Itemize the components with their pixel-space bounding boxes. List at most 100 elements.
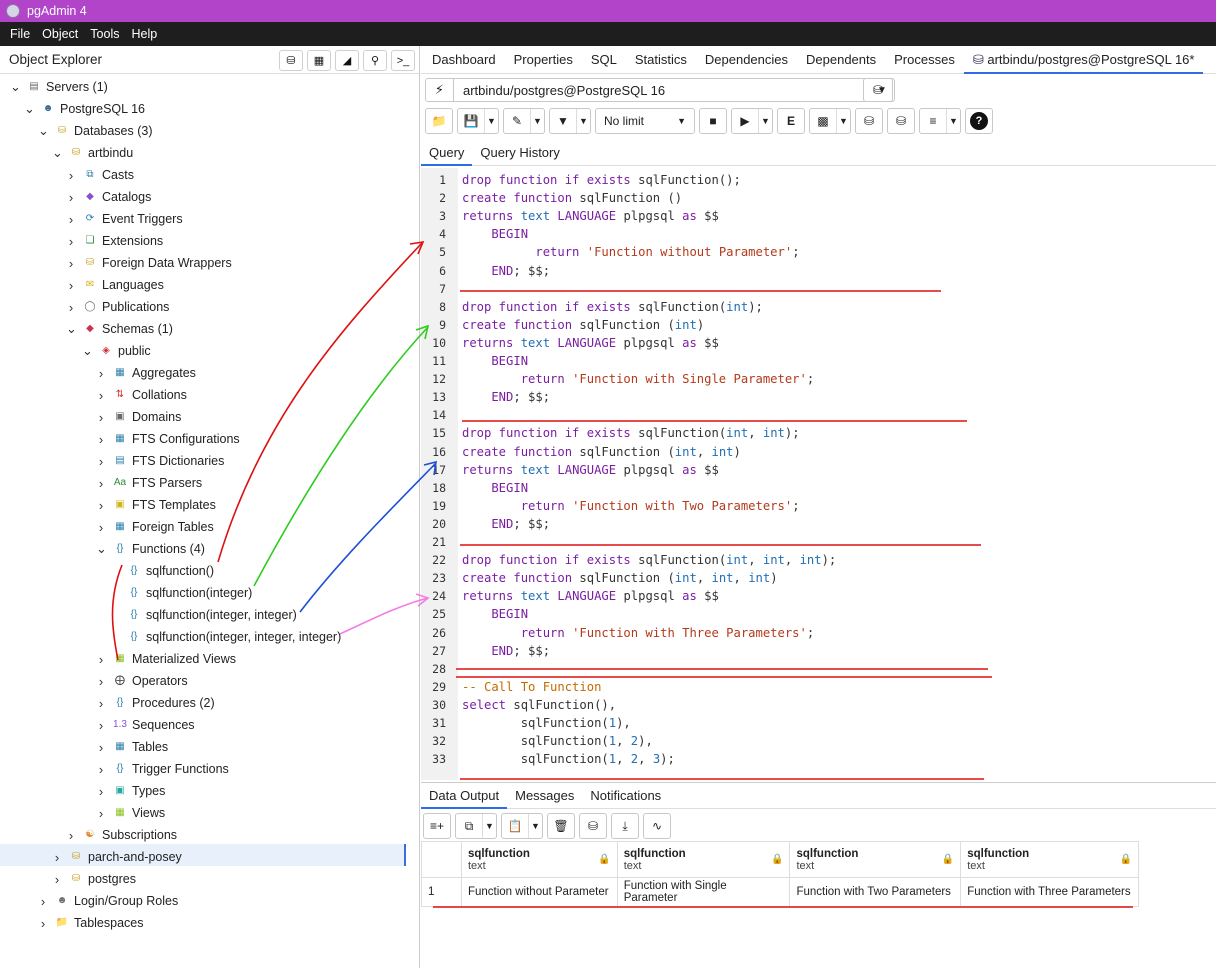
tree-item[interactable]: ›◆Catalogs	[66, 186, 152, 208]
tree-item[interactable]: ›▦FTS Configurations	[96, 428, 240, 450]
query-tool-db-icon[interactable]: ⛁	[279, 50, 303, 71]
tree-item[interactable]: ›⇅Collations	[96, 384, 187, 406]
chevron-down-icon[interactable]: ⌄	[10, 79, 21, 94]
tab-properties[interactable]: Properties	[513, 51, 573, 67]
code-line[interactable]: BEGIN	[462, 352, 528, 370]
chevron-right-icon[interactable]: ›	[98, 475, 104, 491]
code-line[interactable]: BEGIN	[462, 605, 528, 623]
tree-item[interactable]: {}sqlfunction(integer)	[110, 582, 253, 604]
tree-item[interactable]: ⌄◈public	[82, 340, 151, 362]
table-cell[interactable]: Function with Two Parameters	[789, 877, 962, 907]
chevron-right-icon[interactable]: ›	[98, 453, 104, 469]
tab-query-history[interactable]: Query History	[480, 144, 560, 160]
tree-item[interactable]: ›◯Publications	[66, 296, 170, 318]
tree-item[interactable]: ⌄{}Functions (4)	[96, 538, 205, 560]
rollback-icon[interactable]: ⛁	[895, 114, 907, 128]
filter-chevron-icon[interactable]: ▼	[576, 109, 590, 133]
tree-item[interactable]: ⌄☻PostgreSQL 16	[24, 98, 145, 120]
macros-list-icon[interactable]: ≡	[929, 114, 937, 128]
table-cell[interactable]: Function with Three Parameters	[960, 877, 1139, 907]
chevron-right-icon[interactable]: ›	[98, 761, 104, 777]
chevron-right-icon[interactable]: ›	[68, 255, 74, 271]
delete-icon[interactable]: 🗑	[553, 819, 569, 833]
tab-notifications[interactable]: Notifications	[590, 787, 662, 803]
explain-icon[interactable]: E	[786, 114, 795, 128]
code-line[interactable]: sqlFunction(1, 2, 3);	[462, 750, 675, 768]
code-line[interactable]: return 'Function without Parameter';	[462, 243, 799, 261]
tree-item[interactable]: ›▣Domains	[96, 406, 182, 428]
chevron-right-icon[interactable]: ›	[98, 651, 104, 667]
code-line[interactable]: create function sqlFunction (int)	[462, 316, 704, 334]
tab-dependents[interactable]: Dependents	[806, 51, 877, 67]
add-row-icon[interactable]: ≡+	[429, 819, 444, 833]
tree-item[interactable]: ›{}Procedures (2)	[96, 692, 215, 714]
chevron-right-icon[interactable]: ›	[98, 497, 104, 513]
help-icon[interactable]: ?	[970, 112, 988, 130]
chevron-down-icon[interactable]: ⌄	[82, 343, 93, 358]
tree-item[interactable]: ›❏Extensions	[66, 230, 163, 252]
code-line[interactable]: returns text LANGUAGE plpgsql as $$	[462, 207, 719, 225]
copy-chevron-icon[interactable]: ▼	[482, 814, 496, 838]
search-icon[interactable]: ⚲	[363, 50, 387, 71]
code-line[interactable]: return 'Function with Single Parameter';	[462, 370, 815, 388]
code-line[interactable]: drop function if exists sqlFunction(int,…	[462, 424, 800, 442]
chevron-right-icon[interactable]: ›	[98, 409, 104, 425]
table-row[interactable]: 1 Function without Parameter Function wi…	[421, 877, 1139, 907]
code-line[interactable]: select sqlFunction(),	[462, 696, 616, 714]
code-line[interactable]: return 'Function with Two Parameters';	[462, 497, 800, 515]
code-line[interactable]: END; $$;	[462, 642, 550, 660]
tree-item[interactable]: ⌄⛁artbindu	[52, 142, 133, 164]
tree-item[interactable]: ⌄▤Servers (1)	[10, 76, 108, 98]
chevron-right-icon[interactable]: ›	[98, 387, 104, 403]
edit-chevron-icon[interactable]: ▼	[530, 109, 544, 133]
table-cell[interactable]: Function without Parameter	[460, 877, 618, 907]
code-line[interactable]: sqlFunction(1),	[462, 714, 631, 732]
tree-item[interactable]: {}sqlfunction(integer, integer)	[110, 604, 297, 626]
tree-item[interactable]: ›▤FTS Dictionaries	[96, 450, 225, 472]
tree-item[interactable]: ›☻Login/Group Roles	[38, 890, 178, 912]
chevron-down-icon[interactable]: ⌄	[38, 123, 49, 138]
code-line[interactable]: END; $$;	[462, 388, 550, 406]
code-line[interactable]: create function sqlFunction (int, int, i…	[462, 569, 778, 587]
code-line[interactable]: -- Call To Function	[462, 678, 601, 696]
tab-statistics[interactable]: Statistics	[634, 51, 687, 67]
tree-item[interactable]: ›{}Trigger Functions	[96, 758, 229, 780]
chevron-right-icon[interactable]: ›	[68, 233, 74, 249]
tree-item[interactable]: ›▦Views	[96, 802, 165, 824]
code-line[interactable]: returns text LANGUAGE plpgsql as $$	[462, 334, 719, 352]
code-line[interactable]: END; $$;	[462, 262, 550, 280]
tab-data-output[interactable]: Data Output	[421, 783, 508, 809]
connection-plug-icon[interactable]: ⚡	[426, 79, 454, 101]
tab-dependencies[interactable]: Dependencies	[704, 51, 789, 67]
chevron-down-icon[interactable]: ⌄	[96, 541, 107, 556]
filter-icon[interactable]: ▼	[557, 114, 569, 128]
chevron-right-icon[interactable]: ›	[68, 211, 74, 227]
chevron-down-icon[interactable]: ⌄	[52, 145, 63, 160]
chevron-down-icon[interactable]: ⌄	[66, 321, 77, 336]
paste-icon[interactable]: 📋	[507, 819, 523, 833]
code-line[interactable]: returns text LANGUAGE plpgsql as $$	[462, 461, 719, 479]
save-icon[interactable]: 💾	[463, 114, 479, 128]
chevron-right-icon[interactable]: ›	[68, 277, 74, 293]
tab-query[interactable]: Query	[421, 140, 473, 166]
tab-query-tool[interactable]: ⛁ artbindu/postgres@PostgreSQL 16*	[963, 46, 1204, 74]
new-connection-db-icon[interactable]: ⛁	[863, 78, 893, 102]
limit-select[interactable]: No limit▼	[595, 108, 695, 134]
filter-table-icon[interactable]: ◢	[335, 50, 359, 71]
tab-messages[interactable]: Messages	[515, 787, 575, 803]
tree-item[interactable]: ›⨁Operators	[96, 670, 188, 692]
save-chevron-icon[interactable]: ▼	[484, 109, 498, 133]
save-data-icon[interactable]: ⛁	[587, 819, 599, 833]
chevron-right-icon[interactable]: ›	[68, 827, 74, 843]
tab-sql[interactable]: SQL	[590, 51, 617, 67]
chevron-right-icon[interactable]: ›	[54, 871, 60, 887]
tree-item[interactable]: ›▦Aggregates	[96, 362, 196, 384]
table-cell[interactable]: Function with Single Parameter	[616, 877, 791, 907]
stop-icon[interactable]: ■	[709, 114, 717, 128]
edit-pencil-icon[interactable]: ✎	[511, 114, 523, 128]
tree-item[interactable]: ›⛁parch-and-posey	[52, 846, 182, 868]
